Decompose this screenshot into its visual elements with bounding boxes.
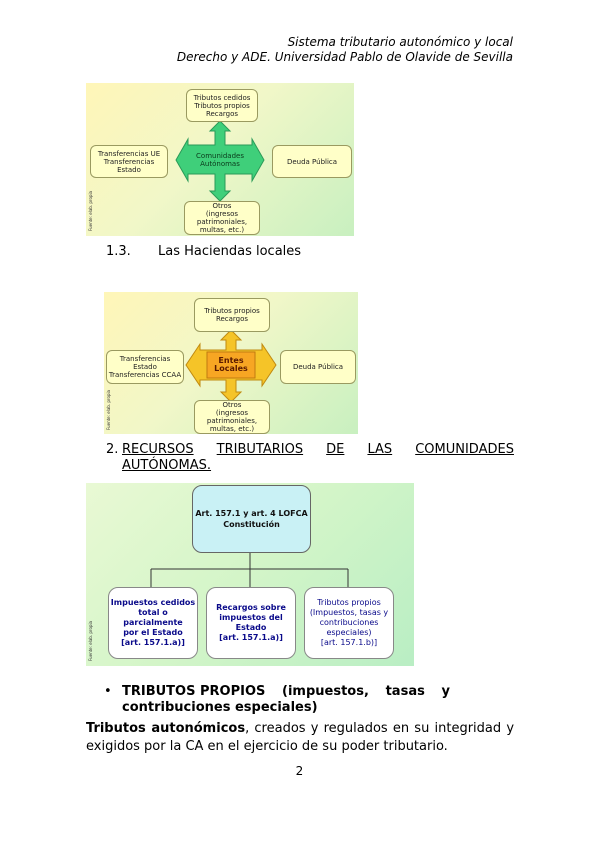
- box-otros: Otros(ingresos patrimoniales,multas, etc…: [184, 201, 260, 235]
- header-line-1: Sistema tributario autonómico y local: [287, 35, 513, 49]
- paragraph-tributos-autonomicos: Tributos autonómicos, creados y regulado…: [86, 720, 514, 756]
- box-deuda-publica: Deuda Pública: [272, 145, 352, 178]
- connector-lines: [150, 553, 349, 587]
- box-otros: Otros(ingresos patrimoniales,multas, etc…: [194, 400, 270, 434]
- figure-source-text: Fuente: elab. propia: [88, 620, 93, 661]
- section-2-title-line-1: RECURSOS TRIBUTARIOS DE LAS COMUNIDADES: [122, 442, 514, 457]
- section-1-3-title: Las Haciendas locales: [158, 244, 302, 259]
- figure-source-text: Fuente: elab. propia: [88, 190, 93, 231]
- section-1-3-number: 1.3.: [106, 244, 131, 259]
- bullet-line-2: contribuciones especiales): [122, 700, 318, 715]
- figure-source-text: Fuente: elab. propia: [106, 389, 111, 430]
- header-line-2: Derecho y ADE. Universidad Pablo de Olav…: [176, 50, 513, 64]
- paragraph-bold-term: Tributos autonómicos: [86, 721, 246, 736]
- section-2-title-line-2: AUTÓNOMAS.: [122, 458, 212, 473]
- box-deuda-publica: Deuda Pública: [280, 350, 356, 384]
- paragraph-text: , creados y regulados en su integridad y…: [86, 721, 515, 754]
- section-2-number: 2.: [106, 442, 119, 457]
- bullet-line-1: TRIBUTOS PROPIOS (impuestos, tasas y: [122, 684, 450, 699]
- page-number: 2: [295, 764, 304, 778]
- bullet-icon: •: [104, 684, 112, 699]
